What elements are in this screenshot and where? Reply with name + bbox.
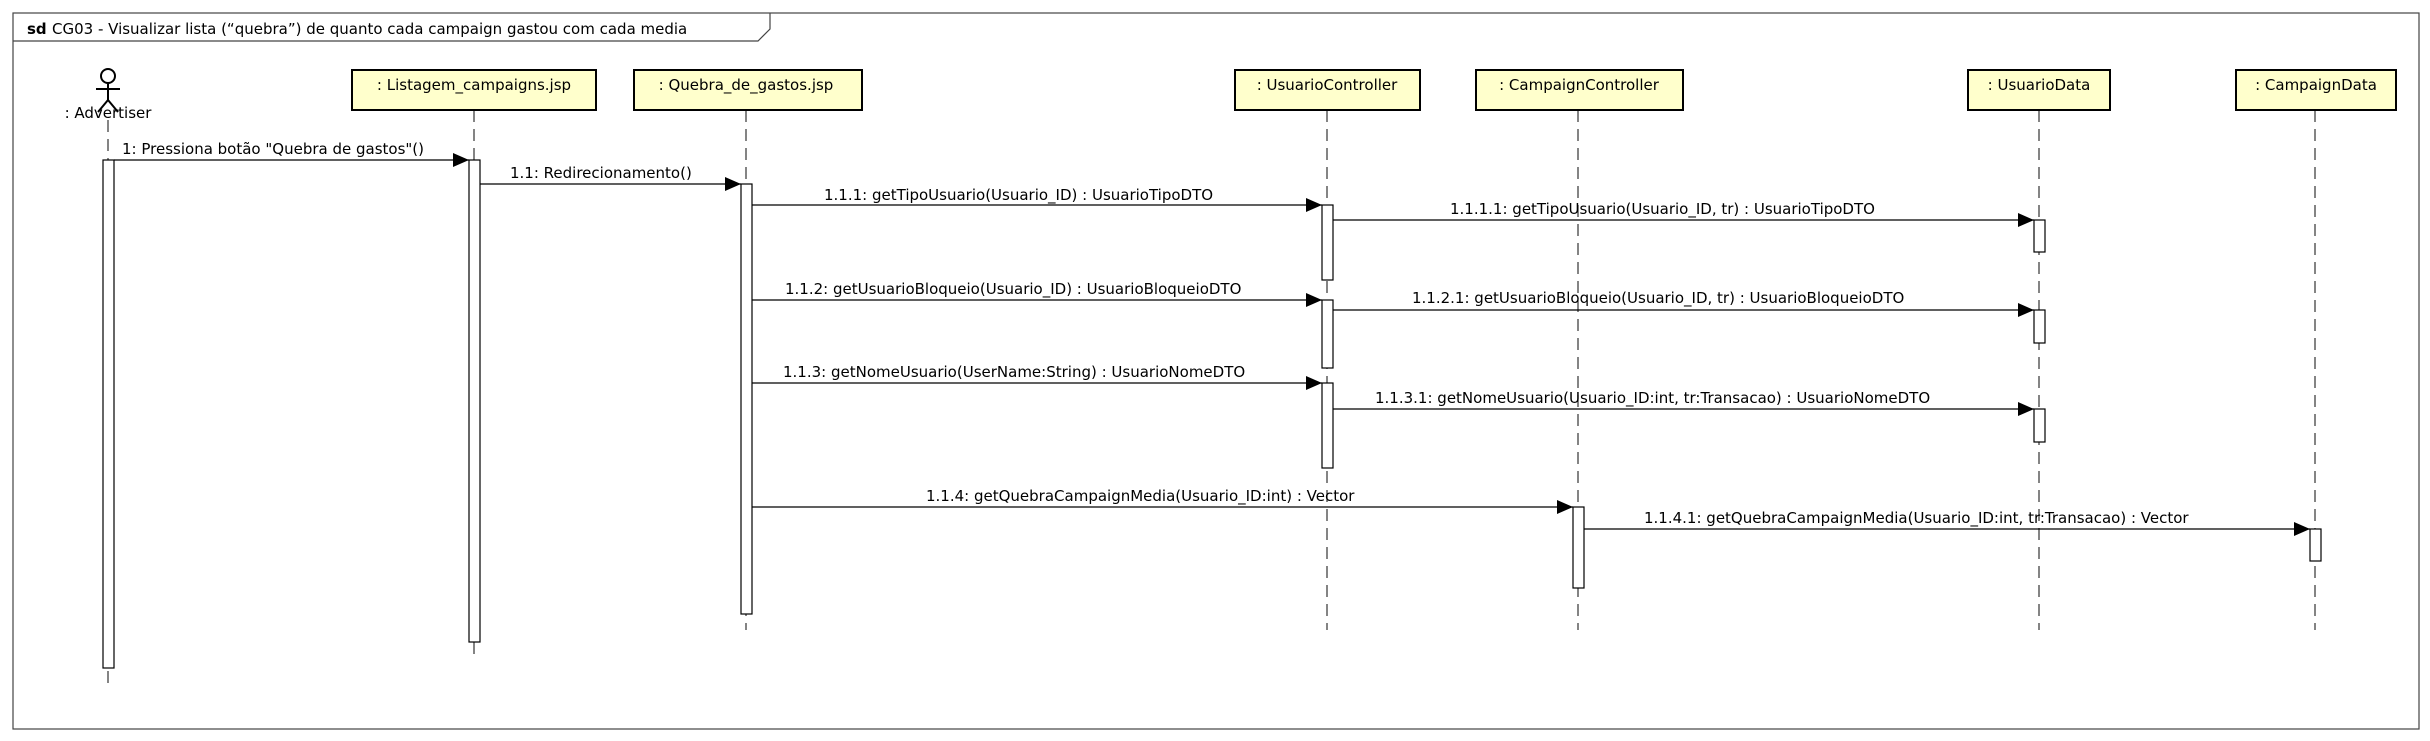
participant-quebra: : Quebra_de_gastos.jsp [633, 69, 863, 111]
activation-usuario-controller-2 [1321, 299, 1334, 369]
participant-label: : UsuarioData [1988, 76, 2091, 94]
participant-label: : CampaignController [1499, 76, 1660, 94]
actor-advertiser-label: : Advertiser [65, 104, 153, 122]
frame-keyword: sd [27, 20, 47, 38]
activation-advertiser [102, 159, 115, 669]
participant-usuario-data: : UsuarioData [1967, 69, 2111, 111]
activation-usuario-controller-1 [1321, 204, 1334, 281]
message-1-1-2: 1.1.2: getUsuarioBloqueio(Usuario_ID) : … [752, 280, 1322, 307]
message-label: 1.1.1.1: getTipoUsuario(Usuario_ID, tr) … [1450, 200, 1875, 219]
message-label: 1.1: Redirecionamento() [510, 164, 692, 182]
participant-label: : Quebra_de_gastos.jsp [659, 76, 834, 95]
message-label: 1.1.3: getNomeUsuario(UserName:String) :… [783, 363, 1245, 381]
activation-usuario-data-3 [2033, 408, 2046, 443]
activation-usuario-controller-3 [1321, 382, 1334, 469]
message-1-1-3: 1.1.3: getNomeUsuario(UserName:String) :… [752, 363, 1322, 390]
message-1-1-4: 1.1.4: getQuebraCampaignMedia(Usuario_ID… [752, 487, 1573, 514]
diagram-frame [12, 12, 2420, 730]
activation-campaign-data [2309, 528, 2322, 562]
message-label: 1.1.1: getTipoUsuario(Usuario_ID) : Usua… [824, 186, 1213, 205]
message-1-1-4-1: 1.1.4.1: getQuebraCampaignMedia(Usuario_… [1584, 509, 2310, 536]
activation-listagem [468, 159, 481, 643]
activation-usuario-data-1 [2033, 219, 2046, 253]
frame-title: CG03 - Visualizar lista (“quebra”) de qu… [52, 20, 687, 38]
message-label: 1.1.4: getQuebraCampaignMedia(Usuario_ID… [926, 487, 1355, 506]
participant-campaign-controller: : CampaignController [1475, 69, 1684, 111]
activation-campaign-controller [1572, 506, 1585, 589]
message-1-1-1: 1.1.1: getTipoUsuario(Usuario_ID) : Usua… [752, 186, 1322, 212]
message-1-1-1-1: 1.1.1.1: getTipoUsuario(Usuario_ID, tr) … [1333, 200, 2034, 227]
participant-label: : Listagem_campaigns.jsp [377, 76, 571, 95]
message-1-1: 1.1: Redirecionamento() [480, 164, 741, 191]
message-1: 1: Pressiona botão "Quebra de gastos"() [114, 140, 469, 167]
message-label: 1.1.2: getUsuarioBloqueio(Usuario_ID) : … [785, 280, 1241, 299]
activations [102, 159, 2322, 669]
participant-listagem: : Listagem_campaigns.jsp [351, 69, 597, 111]
message-label: 1.1.2.1: getUsuarioBloqueio(Usuario_ID, … [1412, 289, 1904, 308]
frame-title-tab [13, 13, 771, 42]
message-label: 1: Pressiona botão "Quebra de gastos"() [122, 140, 424, 158]
message-label: 1.1.3.1: getNomeUsuario(Usuario_ID:int, … [1375, 389, 1930, 408]
message-1-1-3-1: 1.1.3.1: getNomeUsuario(Usuario_ID:int, … [1333, 389, 2034, 416]
activation-quebra [740, 183, 753, 615]
message-label: 1.1.4.1: getQuebraCampaignMedia(Usuario_… [1644, 509, 2189, 528]
actor-advertiser-icon [96, 68, 120, 113]
participant-campaign-data: : CampaignData [2235, 69, 2397, 111]
activation-usuario-data-2 [2033, 309, 2046, 344]
message-1-1-2-1: 1.1.2.1: getUsuarioBloqueio(Usuario_ID, … [1333, 289, 2034, 317]
participant-label: : UsuarioController [1257, 76, 1398, 94]
participant-label: : CampaignData [2255, 76, 2377, 94]
participant-usuario-controller: : UsuarioController [1234, 69, 1421, 111]
